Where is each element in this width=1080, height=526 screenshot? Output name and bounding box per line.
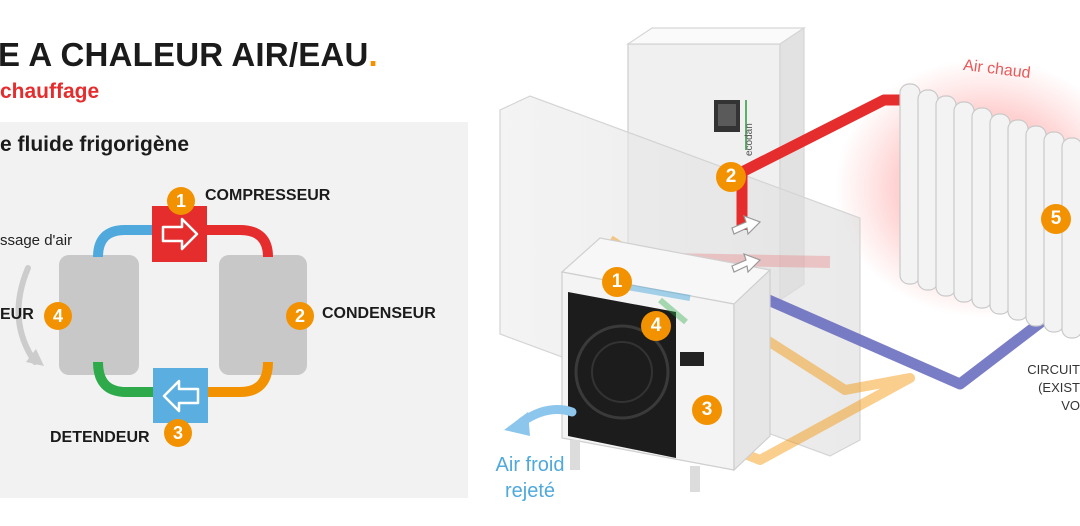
circuit-note-line-1: CIRCUIT [1027,362,1080,377]
pipe-bottom-left [93,361,153,397]
label-expansion-valve: DETENDEUR [50,429,150,446]
badge-condenser: 2 [286,302,314,330]
badge-install-3: 3 [692,395,722,425]
badge-install-2: 2 [716,162,746,192]
compressor-arrow-icon [161,217,199,251]
panel-title: e fluide frigorigène [0,133,190,156]
label-evaporator: EUR [0,306,34,323]
badge-expansion-valve: 3 [164,419,192,447]
page-title: E A CHALEUR AIR/EAU. [0,36,378,73]
pipe-top-left [93,225,152,258]
circuit-note-line-3: VO [1061,398,1080,413]
expansion-valve-box [153,368,208,423]
expansion-arrow-icon [162,379,200,413]
pipe-bottom-right [208,361,273,397]
badge-install-5: 5 [1041,204,1071,234]
badge-install-1: 1 [602,267,632,297]
title-dot: . [368,36,378,73]
radiator [899,83,1080,339]
brand-label: ecodan [744,123,755,156]
label-compressor: COMPRESSEUR [205,187,331,204]
pipe-top-right [207,225,273,258]
page-subtitle: chauffage [0,80,100,103]
badge-evaporator: 4 [44,302,72,330]
badge-install-4: 4 [641,311,671,341]
return-water-pipe [697,264,1074,390]
air-arrow-icon-1 [731,214,762,236]
badge-compressor: 1 [167,187,195,215]
air-passage-arrow-icon [15,265,38,365]
label-air-passage: ssage d'air [0,232,73,249]
fan-icon [574,324,670,420]
outdoor-unit-side [733,268,771,472]
hot-water-pipe [736,94,905,230]
circuit-note-line-2: (EXIST [1038,380,1080,395]
label-air-cold: Air froid rejeté [495,454,565,502]
air-arrow-icon-2 [731,252,762,274]
label-condenser: CONDENSEUR [322,305,436,322]
